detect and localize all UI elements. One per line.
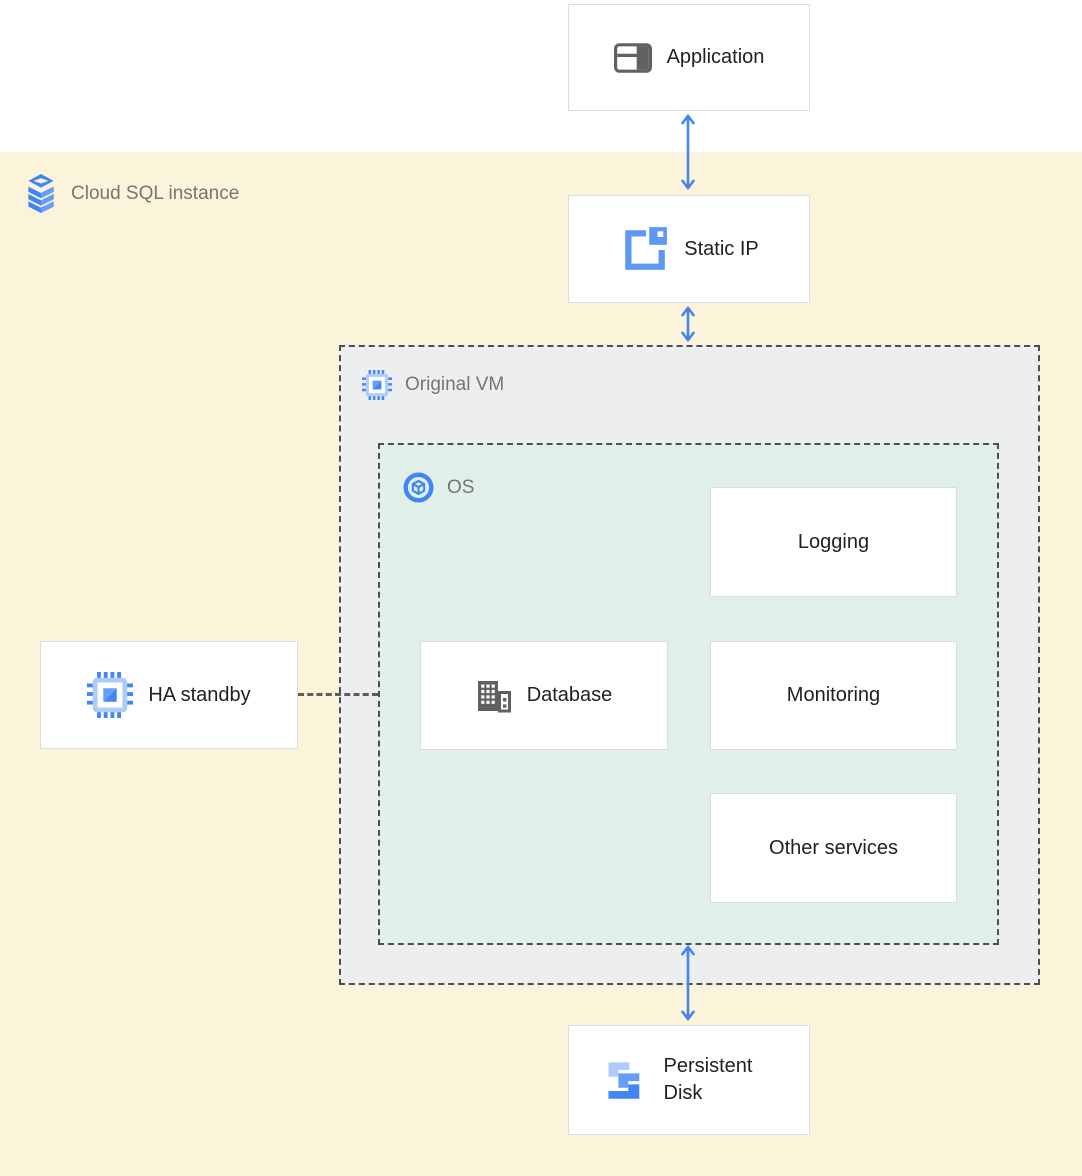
connector-ha-standby-vm [298,693,378,696]
static-ip-label: Static IP [684,237,759,260]
other-services-node: Other services [710,793,957,903]
other-services-label: Other services [769,836,898,859]
application-label: Application [666,46,765,68]
persistent-disk-label: Persistent Disk [663,1055,753,1104]
logging-label: Logging [797,530,870,553]
application-node: Application [568,4,810,111]
database-node: Database [420,641,668,750]
static-ip-node: Static IP [568,195,810,303]
arrow-application-staticip [680,113,696,191]
cloud-sql-region-label-row: Cloud SQL instance [24,174,239,214]
original-vm-label-row: Original VM [362,370,504,400]
os-region-label: OS [447,476,475,498]
os-label-row: OS [403,472,474,503]
persistent-disk-node: Persistent Disk [568,1025,810,1135]
arrow-os-persistentdisk [680,944,696,1022]
cloud-sql-icon [24,174,58,214]
cloud-sql-region-label: Cloud SQL instance [71,183,240,204]
ha-standby-node: HA standby [40,641,298,749]
database-icon [476,679,512,713]
persistent-disk-icon [603,1058,647,1102]
monitoring-node: Monitoring [710,641,957,750]
os-icon [403,472,434,503]
logging-node: Logging [710,487,957,597]
monitoring-label: Monitoring [786,684,881,706]
database-label: Database [526,684,613,706]
arrow-staticip-vm [680,305,696,343]
compute-engine-icon [87,672,134,718]
external-ip-icon [619,224,669,274]
ha-standby-label: HA standby [148,683,251,706]
application-icon [613,42,652,73]
original-vm-label: Original VM [405,374,505,395]
compute-engine-icon [362,370,392,400]
